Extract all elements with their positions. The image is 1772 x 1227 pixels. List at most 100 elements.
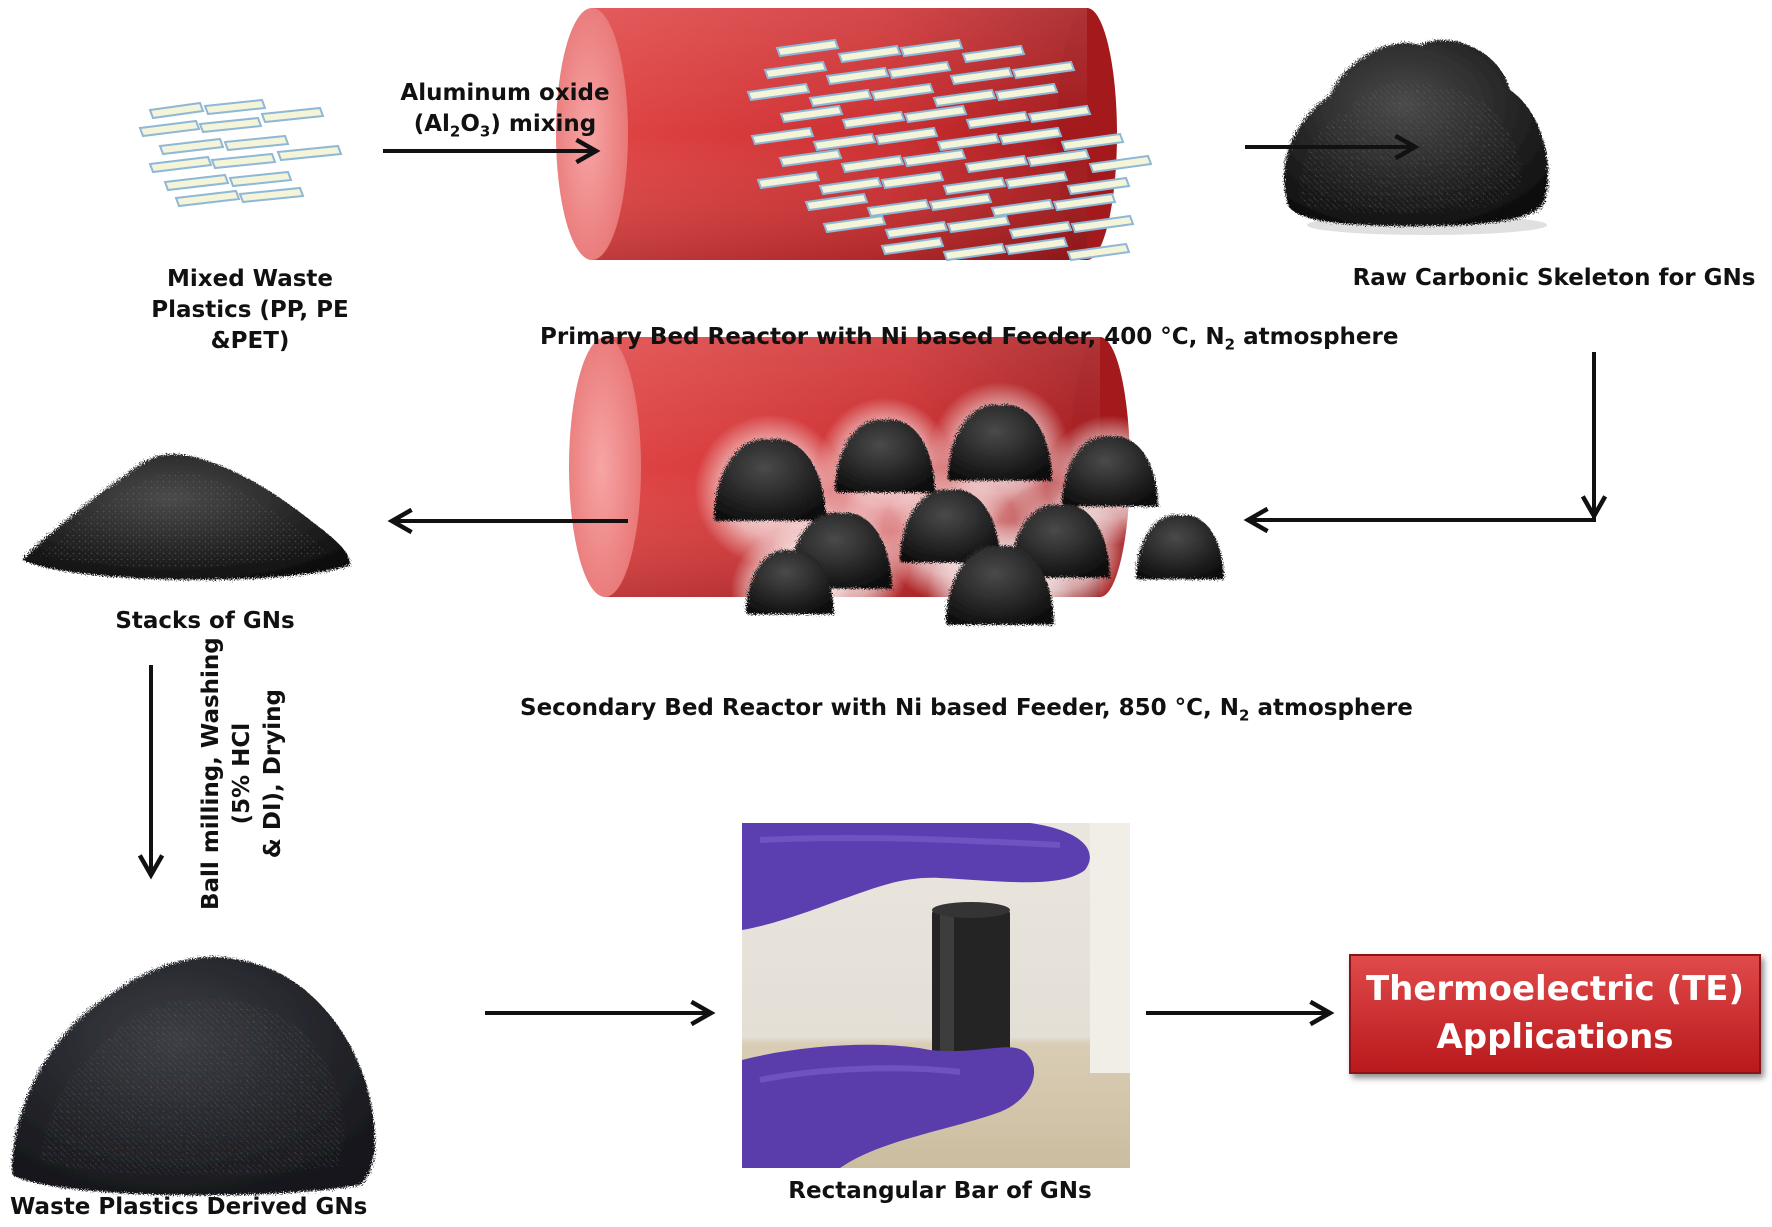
plastic-flake (818, 176, 883, 196)
plastic-flake (837, 44, 902, 64)
plastic-flake (870, 82, 935, 102)
carbon-cluster (900, 489, 1000, 563)
plastic-flake (880, 236, 945, 256)
carbon-cluster (946, 545, 1054, 625)
raw-skeleton-text: Raw Carbonic Skeleton for GNs (1352, 265, 1756, 291)
secondary-reactor-sub: 2 (1239, 706, 1250, 725)
plastic-flake (866, 198, 931, 218)
plastic-flake (1008, 220, 1073, 240)
mixed-waste-line1: Mixed Waste (166, 266, 334, 292)
plastic-flake (1052, 192, 1117, 212)
te-applications-box: Thermoelectric (TE) Applications (1349, 954, 1761, 1074)
primary-reactor-sub: 2 (1224, 335, 1236, 354)
carbon-cluster (835, 419, 935, 493)
plastic-flake (825, 66, 890, 86)
carbon-cluster (1010, 504, 1110, 578)
carbon-cluster (1062, 436, 1158, 507)
plastic-flake (990, 198, 1055, 218)
primary-reactor-label: Primary Bed Reactor with Ni based Feeder… (540, 322, 1398, 355)
stacks-label: Stacks of GNs (95, 606, 315, 637)
mixed-plastics-illustration (138, 98, 343, 208)
plastic-flake (1004, 170, 1069, 190)
plastic-flake (965, 110, 1030, 130)
plastic-flake (746, 82, 811, 102)
plastic-flake (928, 192, 993, 212)
te-line2: Applications (1436, 1017, 1674, 1057)
plastic-flake (778, 148, 843, 168)
plastic-flake (756, 170, 821, 190)
ball-milling-line2: (5% HCl (229, 722, 256, 825)
plastic-flake (902, 148, 967, 168)
arrow-skeleton-to-secondary (1243, 352, 1596, 534)
plastic-flake (808, 88, 873, 108)
plastic-flake (1011, 60, 1076, 80)
plastic-flake (840, 154, 905, 174)
stacks-of-gns-illustration (22, 454, 351, 580)
rect-bar-text: Rectangular Bar of GNs (788, 1178, 1092, 1204)
plastic-flake (804, 192, 869, 212)
mixed-waste-line2: Plastics (PP, PE (151, 297, 349, 324)
plastic-flake (942, 176, 1007, 196)
primary-reactor-prefix: Primary Bed Reactor with Ni based Feeder… (540, 324, 1225, 350)
te-line1: Thermoelectric (TE) (1365, 969, 1745, 1010)
mixed-waste-label: Mixed Waste Plastics (PP, PE &PET) (140, 264, 360, 357)
plastic-flake (1070, 214, 1135, 234)
plastic-flake (942, 242, 1007, 262)
secondary-reactor-carbon-clusters (694, 381, 1240, 668)
plastic-flake (812, 132, 877, 152)
plastic-flake (841, 110, 906, 130)
al2o3-line2: (Al2O3) mixing (390, 109, 620, 142)
plastic-flake (903, 104, 968, 124)
plastic-flake (964, 154, 1029, 174)
rectangular-bar-photo (742, 823, 1130, 1168)
al2o3-mid: O (460, 111, 480, 138)
plastic-flake (1066, 176, 1131, 196)
plastic-flake (887, 60, 952, 80)
al2o3-prefix: (Al (413, 111, 450, 138)
plastic-flake (998, 126, 1063, 146)
plastic-flake (932, 88, 997, 108)
plastic-flake (1027, 104, 1092, 124)
raw-skeleton-label: Raw Carbonic Skeleton for GNs (1352, 263, 1756, 294)
raw-carbonic-skeleton-illustration (1284, 40, 1549, 235)
al2o3-sub2: 3 (479, 122, 491, 141)
rect-bar-label: Rectangular Bar of GNs (770, 1176, 1110, 1207)
plastic-flake (1026, 148, 1091, 168)
derived-gns-illustration (11, 956, 376, 1196)
plastic-flake (822, 214, 887, 234)
plastic-flake (750, 126, 815, 146)
carbon-cluster (948, 404, 1052, 481)
plastic-flake (946, 214, 1011, 234)
al2o3-mixing-label: Aluminum oxide (Al2O3) mixing (390, 78, 620, 142)
plastic-flake (884, 220, 949, 240)
ball-milling-line1: Ball milling, Washing (198, 637, 224, 910)
plastic-flake (949, 66, 1014, 86)
carbon-cluster (1136, 514, 1224, 580)
stacks-text: Stacks of GNs (115, 608, 295, 634)
plastic-flake (1088, 154, 1153, 174)
plastic-flake (936, 132, 1001, 152)
plastic-flake (899, 38, 964, 58)
al2o3-sub1: 2 (449, 122, 461, 141)
plastic-flake (874, 126, 939, 146)
plastic-flake (880, 170, 945, 190)
plastic-flake (994, 82, 1059, 102)
primary-reactor-plastic-flakes (746, 38, 1153, 262)
plastic-flake (961, 44, 1026, 64)
al2o3-suffix: ) mixing (490, 111, 597, 138)
carbon-cluster (714, 438, 826, 521)
derived-gns-label: Waste Plastics Derived GNs (10, 1192, 367, 1223)
secondary-reactor-suffix: atmosphere (1249, 695, 1413, 721)
secondary-reactor-label: Secondary Bed Reactor with Ni based Feed… (520, 693, 1413, 726)
primary-reactor-suffix: atmosphere (1235, 324, 1399, 350)
al2o3-line1: Aluminum oxide (400, 80, 610, 106)
derived-gns-text: Waste Plastics Derived GNs (10, 1194, 368, 1220)
ball-milling-line3: & DI), Drying (260, 689, 287, 859)
plastic-flake (1066, 242, 1131, 262)
plastic-flake (1004, 236, 1069, 256)
secondary-reactor-prefix: Secondary Bed Reactor with Ni based Feed… (520, 695, 1240, 721)
carbon-cluster (746, 549, 834, 615)
plastic-flake (1060, 132, 1125, 152)
flow-arrows (137, 133, 1608, 1027)
